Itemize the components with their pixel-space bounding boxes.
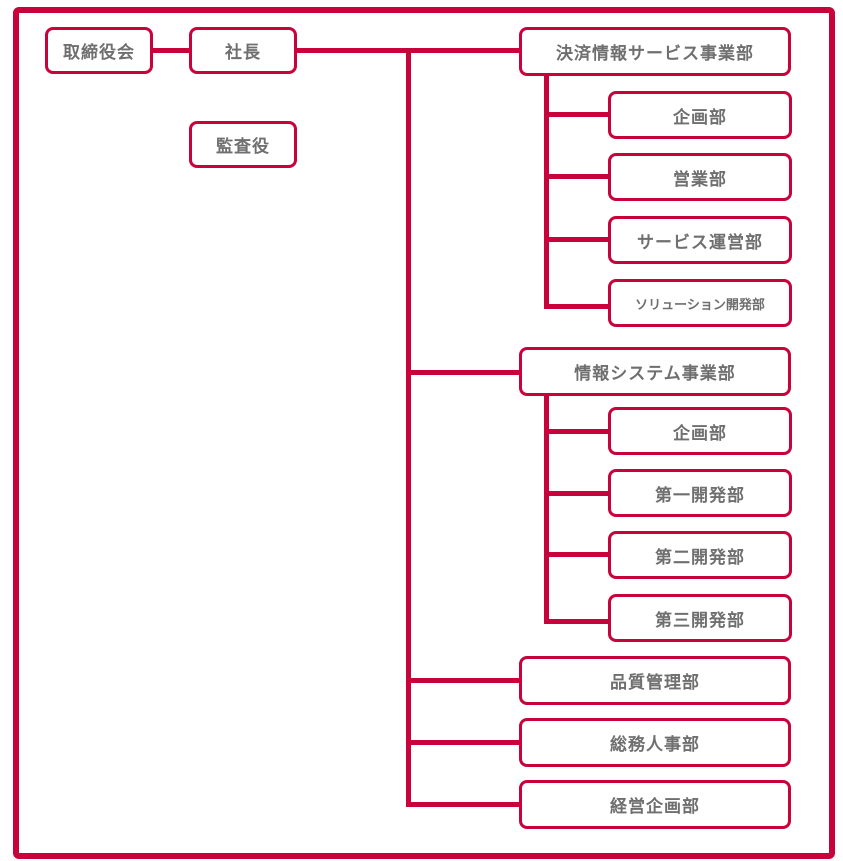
system-dept-dev-2: 第二開発部 — [608, 531, 792, 579]
president-box: 社長 — [189, 27, 297, 74]
payment-dept-solution-dev: ソリューション開発部 — [608, 279, 792, 327]
general-affairs-dept-box: 総務人事部 — [519, 718, 791, 767]
line-system-dept-4 — [544, 619, 610, 624]
payment-div-trunk — [544, 76, 549, 309]
system-dept-dev-1: 第一開発部 — [608, 469, 792, 517]
line-payment-dept-4 — [544, 304, 610, 309]
payment-dept-sales: 営業部 — [608, 153, 792, 201]
line-trunk-general-affairs — [406, 740, 522, 745]
line-payment-dept-1 — [544, 112, 610, 117]
corporate-planning-dept-box: 経営企画部 — [519, 780, 791, 829]
quality-dept-box: 品質管理部 — [519, 656, 791, 705]
line-trunk-quality — [406, 678, 522, 683]
line-system-dept-1 — [544, 429, 610, 434]
line-payment-dept-2 — [544, 174, 610, 179]
line-trunk-system-div — [406, 370, 522, 375]
system-dept-dev-3: 第三開発部 — [608, 594, 792, 642]
payment-dept-service-ops: サービス運営部 — [608, 216, 792, 264]
line-system-dept-3 — [544, 552, 610, 557]
line-payment-dept-3 — [544, 237, 610, 242]
line-system-dept-2 — [544, 491, 610, 496]
auditor-box: 監査役 — [189, 121, 297, 168]
payment-dept-planning: 企画部 — [608, 91, 792, 139]
board-box: 取締役会 — [45, 27, 153, 74]
line-board-president — [153, 48, 190, 53]
system-division-box: 情報システム事業部 — [519, 347, 791, 396]
payment-division-box: 決済情報サービス事業部 — [519, 27, 791, 76]
system-div-trunk — [544, 396, 549, 624]
outer-frame — [13, 7, 835, 859]
system-dept-planning: 企画部 — [608, 407, 792, 455]
line-trunk-corporate-planning — [406, 802, 522, 807]
main-trunk — [406, 48, 411, 807]
